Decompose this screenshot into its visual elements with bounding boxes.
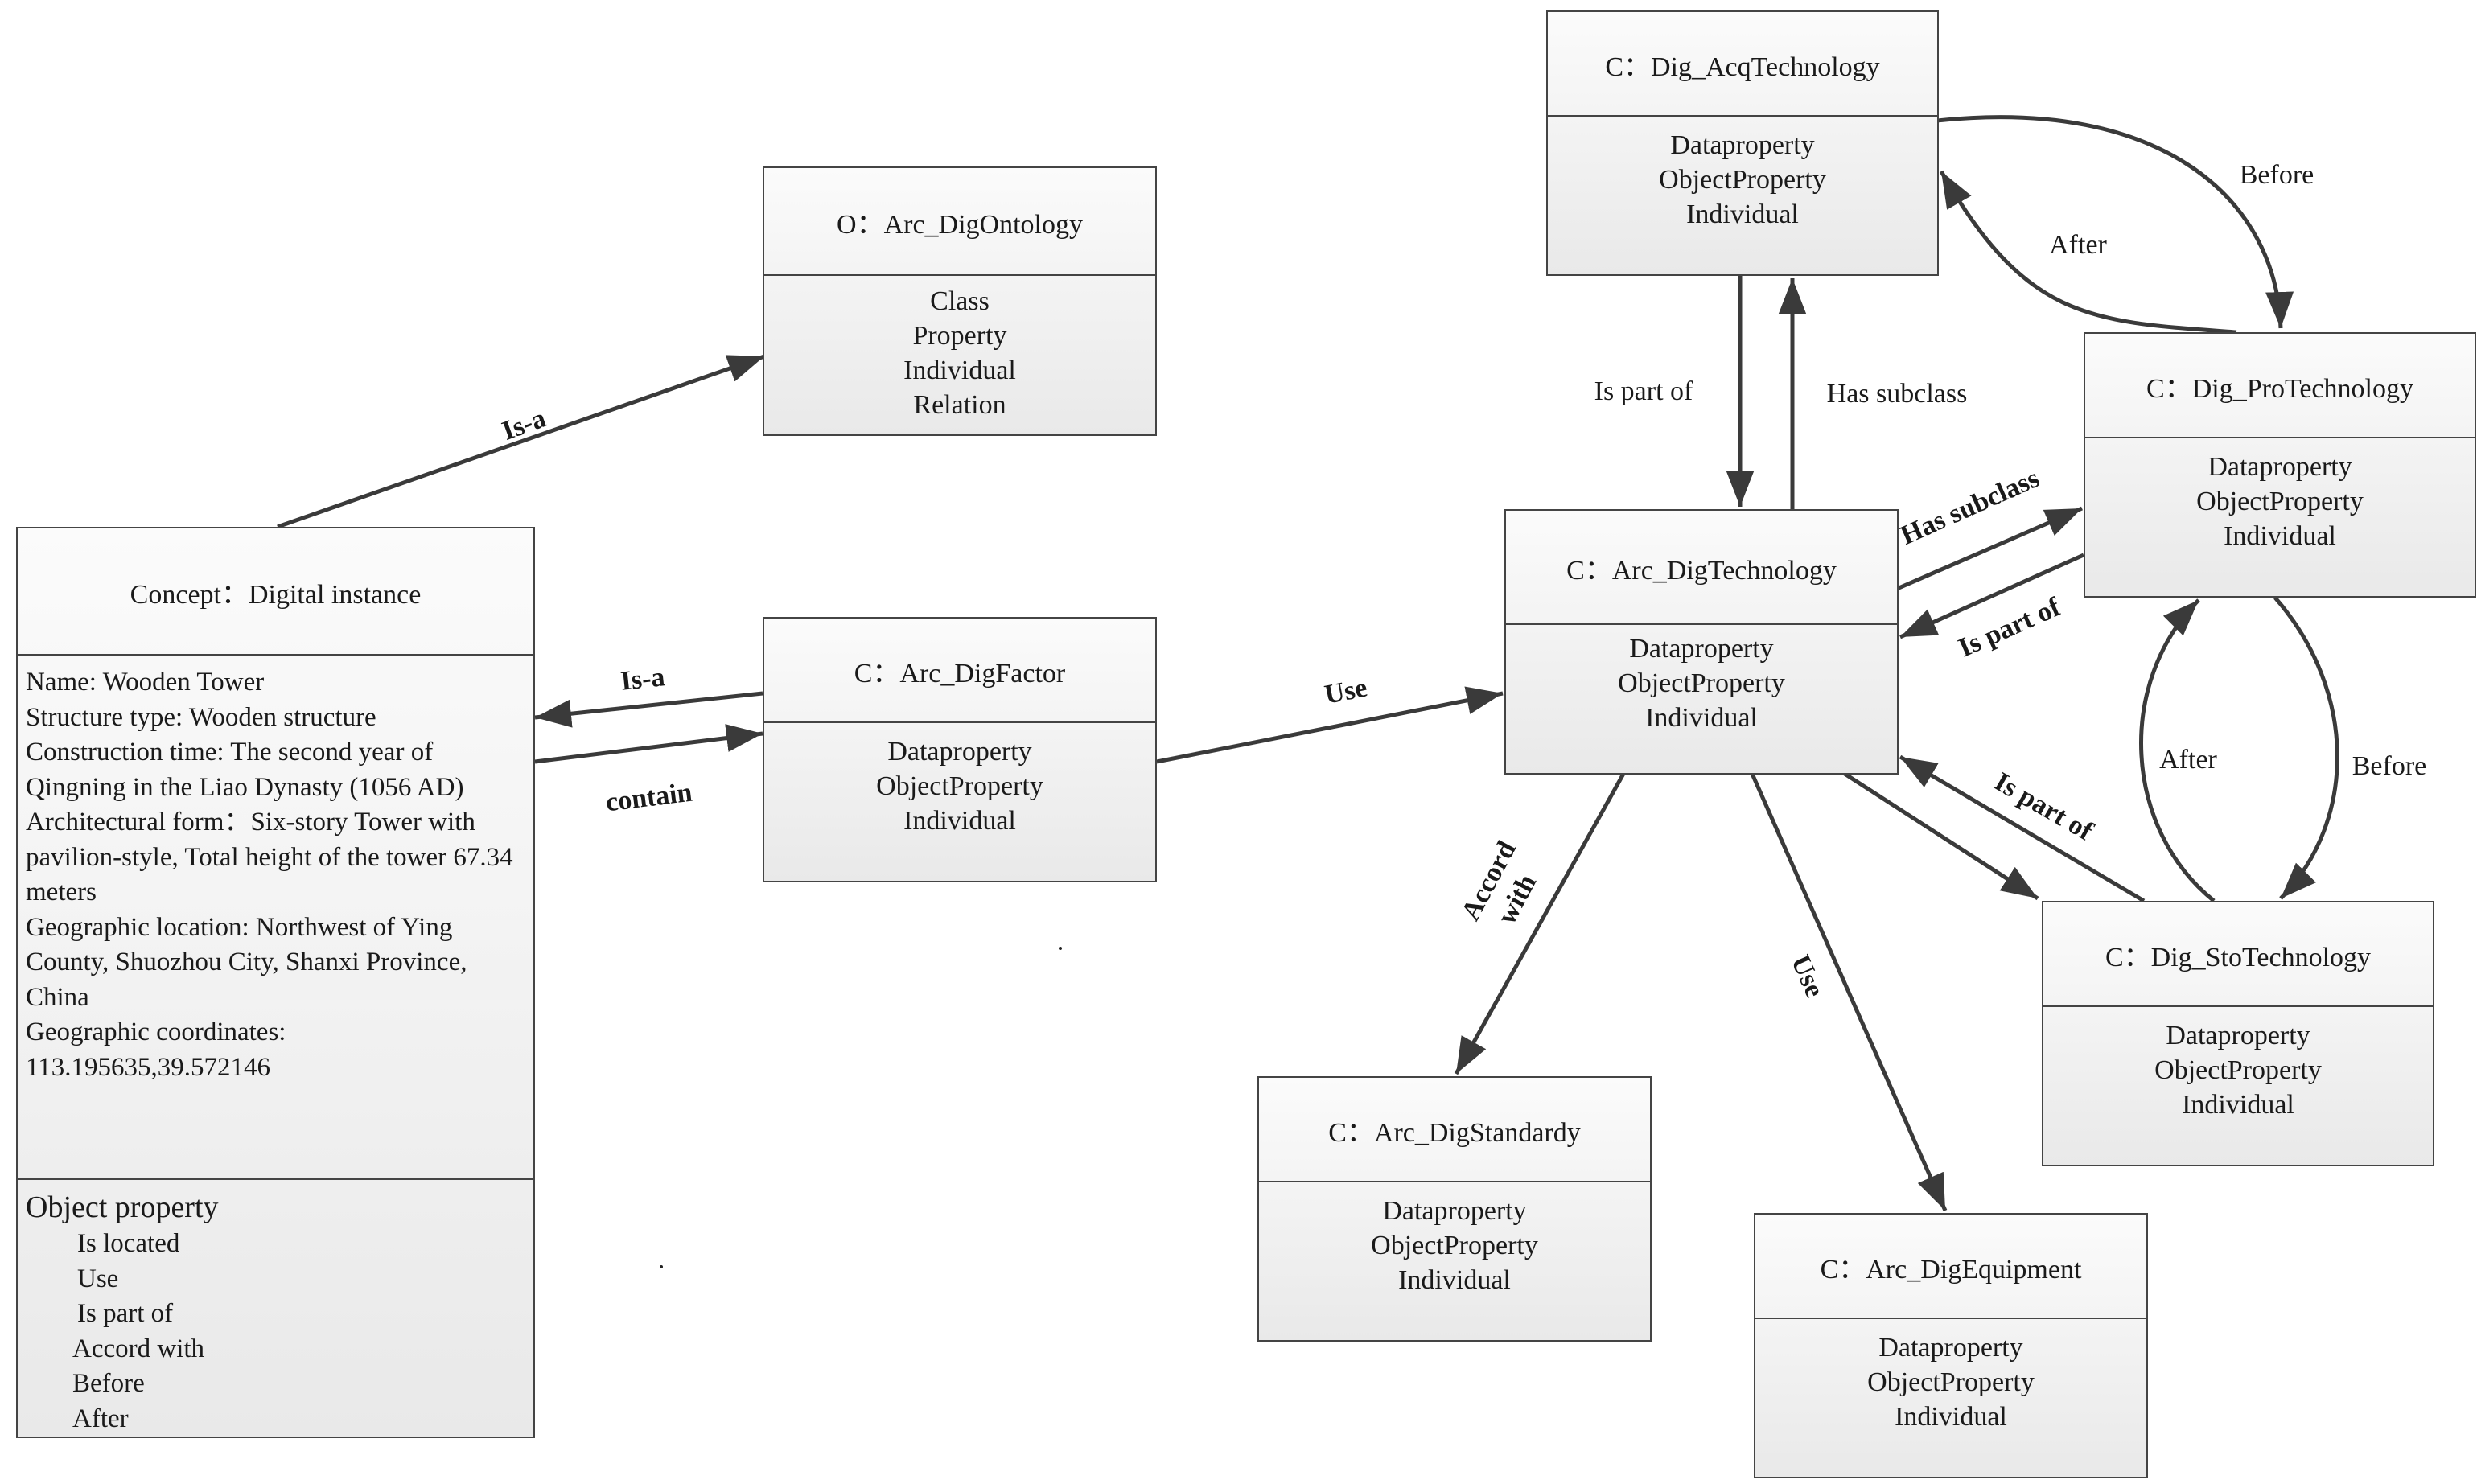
concept-box: Concept：Digital instance Name: Wooden To… — [16, 527, 535, 1438]
edge-technology-to-pro — [1896, 506, 2083, 591]
edge-concept-to-factor — [534, 724, 763, 764]
concept-attribute: Architectural form：Six-story Tower with … — [26, 808, 513, 906]
label-sto-pro: After — [2159, 745, 2217, 775]
edge-factor-to-technology — [1156, 686, 1504, 764]
label-pro-technology: Is part of — [1954, 592, 2065, 664]
stray-dot — [660, 1265, 663, 1268]
standard-box: C：Arc_DigStandardy Dataproperty ObjectPr… — [1257, 1076, 1652, 1342]
edge-concept-to-ontology — [277, 354, 765, 529]
object-property-item: Before — [72, 1369, 145, 1398]
standard-item: Dataproperty — [1382, 1196, 1527, 1226]
sto-item: Dataproperty — [2166, 1021, 2310, 1050]
factor-box: C：Arc_DigFactor Dataproperty ObjectPrope… — [763, 617, 1157, 882]
equipment-title: C：Arc_DigEquipment — [1755, 1215, 2146, 1319]
ontology-item: Relation — [913, 390, 1006, 420]
sto-item: ObjectProperty — [2154, 1055, 2322, 1085]
label-sto-technology: Is part of — [1989, 767, 2098, 846]
ontology-title: O：Arc_DigOntology — [764, 168, 1155, 276]
pro-technology-box: C：Dig_ProTechnology Dataproperty ObjectP… — [2084, 332, 2476, 598]
edge-pro-to-sto — [2273, 596, 2339, 900]
stray-dot — [1059, 947, 1062, 950]
object-property-item: Is part of — [77, 1299, 174, 1328]
object-property-item: Is located — [77, 1229, 180, 1258]
pro-item: Individual — [2224, 521, 2336, 551]
label-factor-technology: Use — [1323, 672, 1370, 709]
technology-box: C：Arc_DigTechnology Dataproperty ObjectP… — [1504, 509, 1899, 775]
label-technology-acq: Is part of — [1594, 376, 1693, 406]
object-property-item: Use — [77, 1264, 119, 1293]
label-concept-factor: contain — [604, 778, 693, 818]
acq-title: C：Dig_AcqTechnology — [1548, 12, 1937, 117]
label-concept-ontology: Is-a — [498, 403, 549, 446]
label-technology-equipment: Use — [1785, 951, 1829, 1001]
label-factor-concept: Is-a — [619, 662, 666, 697]
edge-pro-to-technology — [1899, 553, 2085, 639]
equipment-item: Individual — [1895, 1402, 2007, 1432]
standard-item: ObjectProperty — [1371, 1231, 1538, 1260]
edge-technology-to-standard — [1454, 772, 1626, 1075]
object-property-item: After — [72, 1404, 129, 1433]
pro-item: ObjectProperty — [2196, 487, 2364, 516]
edge-acq-to-pro — [1936, 115, 2294, 329]
label-acq-technology: Has subclass — [1827, 379, 1968, 409]
acq-item: Individual — [1686, 199, 1799, 229]
edge-sto-to-pro — [2139, 598, 2216, 902]
technology-title: C：Arc_DigTechnology — [1506, 511, 1897, 625]
standard-title: C：Arc_DigStandardy — [1259, 1078, 1650, 1182]
concept-object-properties: Object property Is located Use Is part o… — [18, 1180, 533, 1437]
acq-item: Dataproperty — [1670, 130, 1815, 160]
pro-item: Dataproperty — [2207, 452, 2352, 482]
label-pro-sto: Before — [2352, 751, 2427, 781]
concept-attribute: Structure type: Wooden structure — [26, 702, 376, 732]
equipment-box: C：Arc_DigEquipment Dataproperty ObjectPr… — [1754, 1213, 2148, 1478]
concept-title: Concept：Digital instance — [18, 528, 533, 656]
concept-attribute: Name: Wooden Tower — [26, 668, 265, 697]
technology-item: Individual — [1645, 703, 1758, 733]
edge-technology-to-sto — [1843, 771, 2039, 901]
technology-item: ObjectProperty — [1618, 668, 1785, 698]
edge-pro-to-acq — [1939, 170, 2237, 335]
ontology-item: Individual — [903, 356, 1016, 385]
sto-title: C：Dig_StoTechnology — [2043, 902, 2433, 1007]
factor-title: C：Arc_DigFactor — [764, 619, 1155, 723]
equipment-item: ObjectProperty — [1867, 1367, 2035, 1397]
concept-attribute: Geographic location: Northwest of Ying C… — [26, 912, 467, 1012]
concept-attribute: Geographic coordinates: 113.195635,39.57… — [26, 1017, 286, 1082]
factor-item: Individual — [903, 806, 1016, 836]
concept-attributes: Name: Wooden Tower Structure type: Woode… — [18, 656, 533, 1180]
label-acq-pro: Before — [2240, 160, 2314, 190]
concept-attribute: Construction time: The second year of Qi… — [26, 738, 464, 802]
ontology-item: Property — [912, 321, 1007, 351]
edge-technology-to-equipment — [1750, 772, 1948, 1212]
equipment-item: Dataproperty — [1878, 1333, 2023, 1363]
acq-item: ObjectProperty — [1659, 165, 1826, 195]
object-property-title: Object property — [26, 1190, 219, 1224]
factor-item: ObjectProperty — [876, 771, 1043, 801]
label-pro-acq: After — [2049, 230, 2107, 260]
factor-item: Dataproperty — [887, 737, 1032, 767]
sto-technology-box: C：Dig_StoTechnology Dataproperty ObjectP… — [2042, 901, 2434, 1166]
ontology-item: Class — [930, 286, 990, 316]
sto-item: Individual — [2182, 1090, 2294, 1120]
ontology-box: O：Arc_DigOntology Class Property Individ… — [763, 166, 1157, 436]
technology-item: Dataproperty — [1629, 634, 1774, 664]
standard-item: Individual — [1398, 1265, 1511, 1295]
label-technology-pro: Has subclass — [1896, 463, 2043, 551]
edge-factor-to-concept — [534, 691, 763, 728]
edge-sto-to-technology — [1899, 754, 2146, 903]
acq-technology-box: C：Dig_AcqTechnology Dataproperty ObjectP… — [1546, 10, 1939, 276]
pro-title: C：Dig_ProTechnology — [2085, 334, 2475, 438]
object-property-item: Accord with — [72, 1334, 205, 1363]
